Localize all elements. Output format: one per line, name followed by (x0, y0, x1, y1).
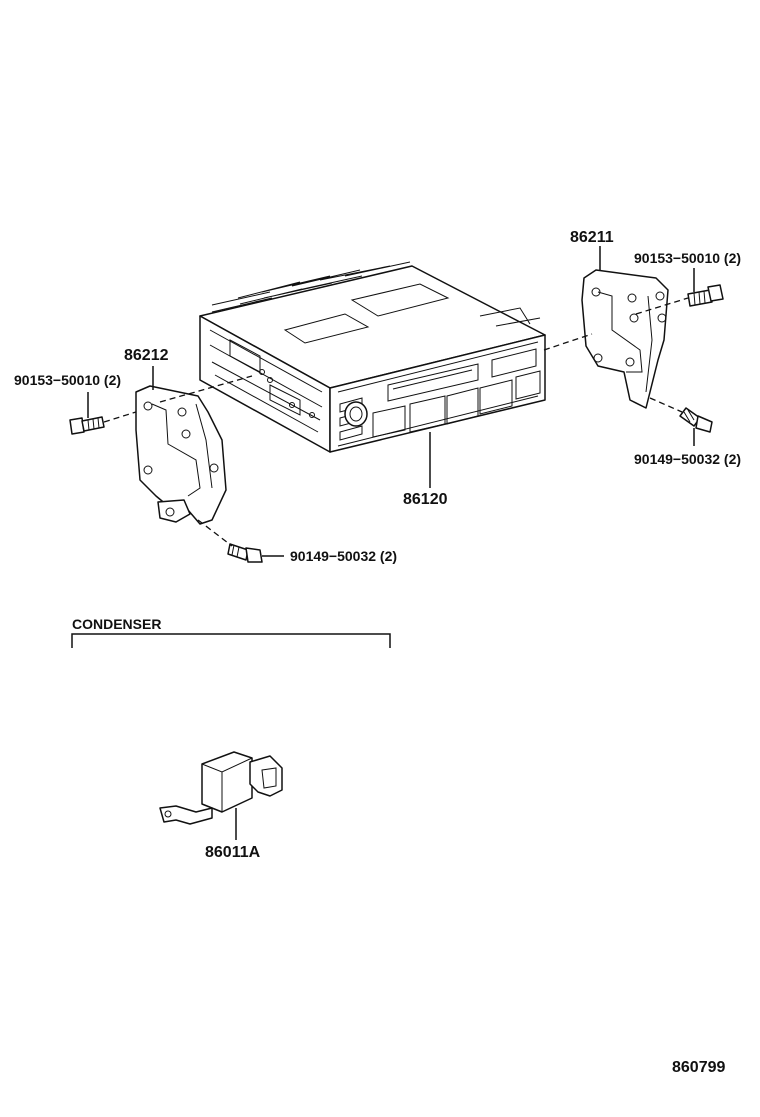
alignment-lines (103, 297, 689, 547)
figure-code: 860799 (672, 1059, 725, 1076)
label-bracket-left: 86212 (124, 347, 169, 364)
screw-right-top (687, 268, 724, 307)
radio-unit (199, 261, 546, 488)
label-condenser-part: 86011A (205, 844, 261, 861)
condenser-part (159, 751, 283, 840)
left-bracket (135, 366, 227, 525)
label-screw-right-top: 90153−50010 (2) (634, 250, 741, 266)
label-radio-unit: 86120 (403, 491, 448, 508)
label-screw-left-bottom: 90149−50032 (2) (290, 548, 397, 564)
label-bracket-right: 86211 (570, 229, 614, 246)
condenser-bracket-line (71, 633, 391, 648)
label-screw-left-top: 90153−50010 (2) (14, 372, 121, 388)
label-screw-right-bottom: 90149−50032 (2) (634, 451, 741, 467)
right-bracket (581, 246, 669, 409)
screw-right-bottom (679, 407, 713, 446)
screw-left-bottom (227, 543, 284, 563)
screw-left-top (69, 392, 105, 435)
condenser-header: CONDENSER (72, 616, 161, 632)
